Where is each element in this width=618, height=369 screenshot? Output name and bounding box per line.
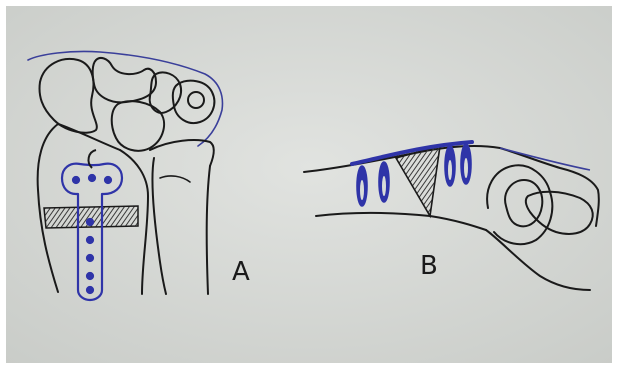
panel-b-label: B — [420, 251, 438, 281]
panel-a-label: A — [232, 257, 250, 287]
